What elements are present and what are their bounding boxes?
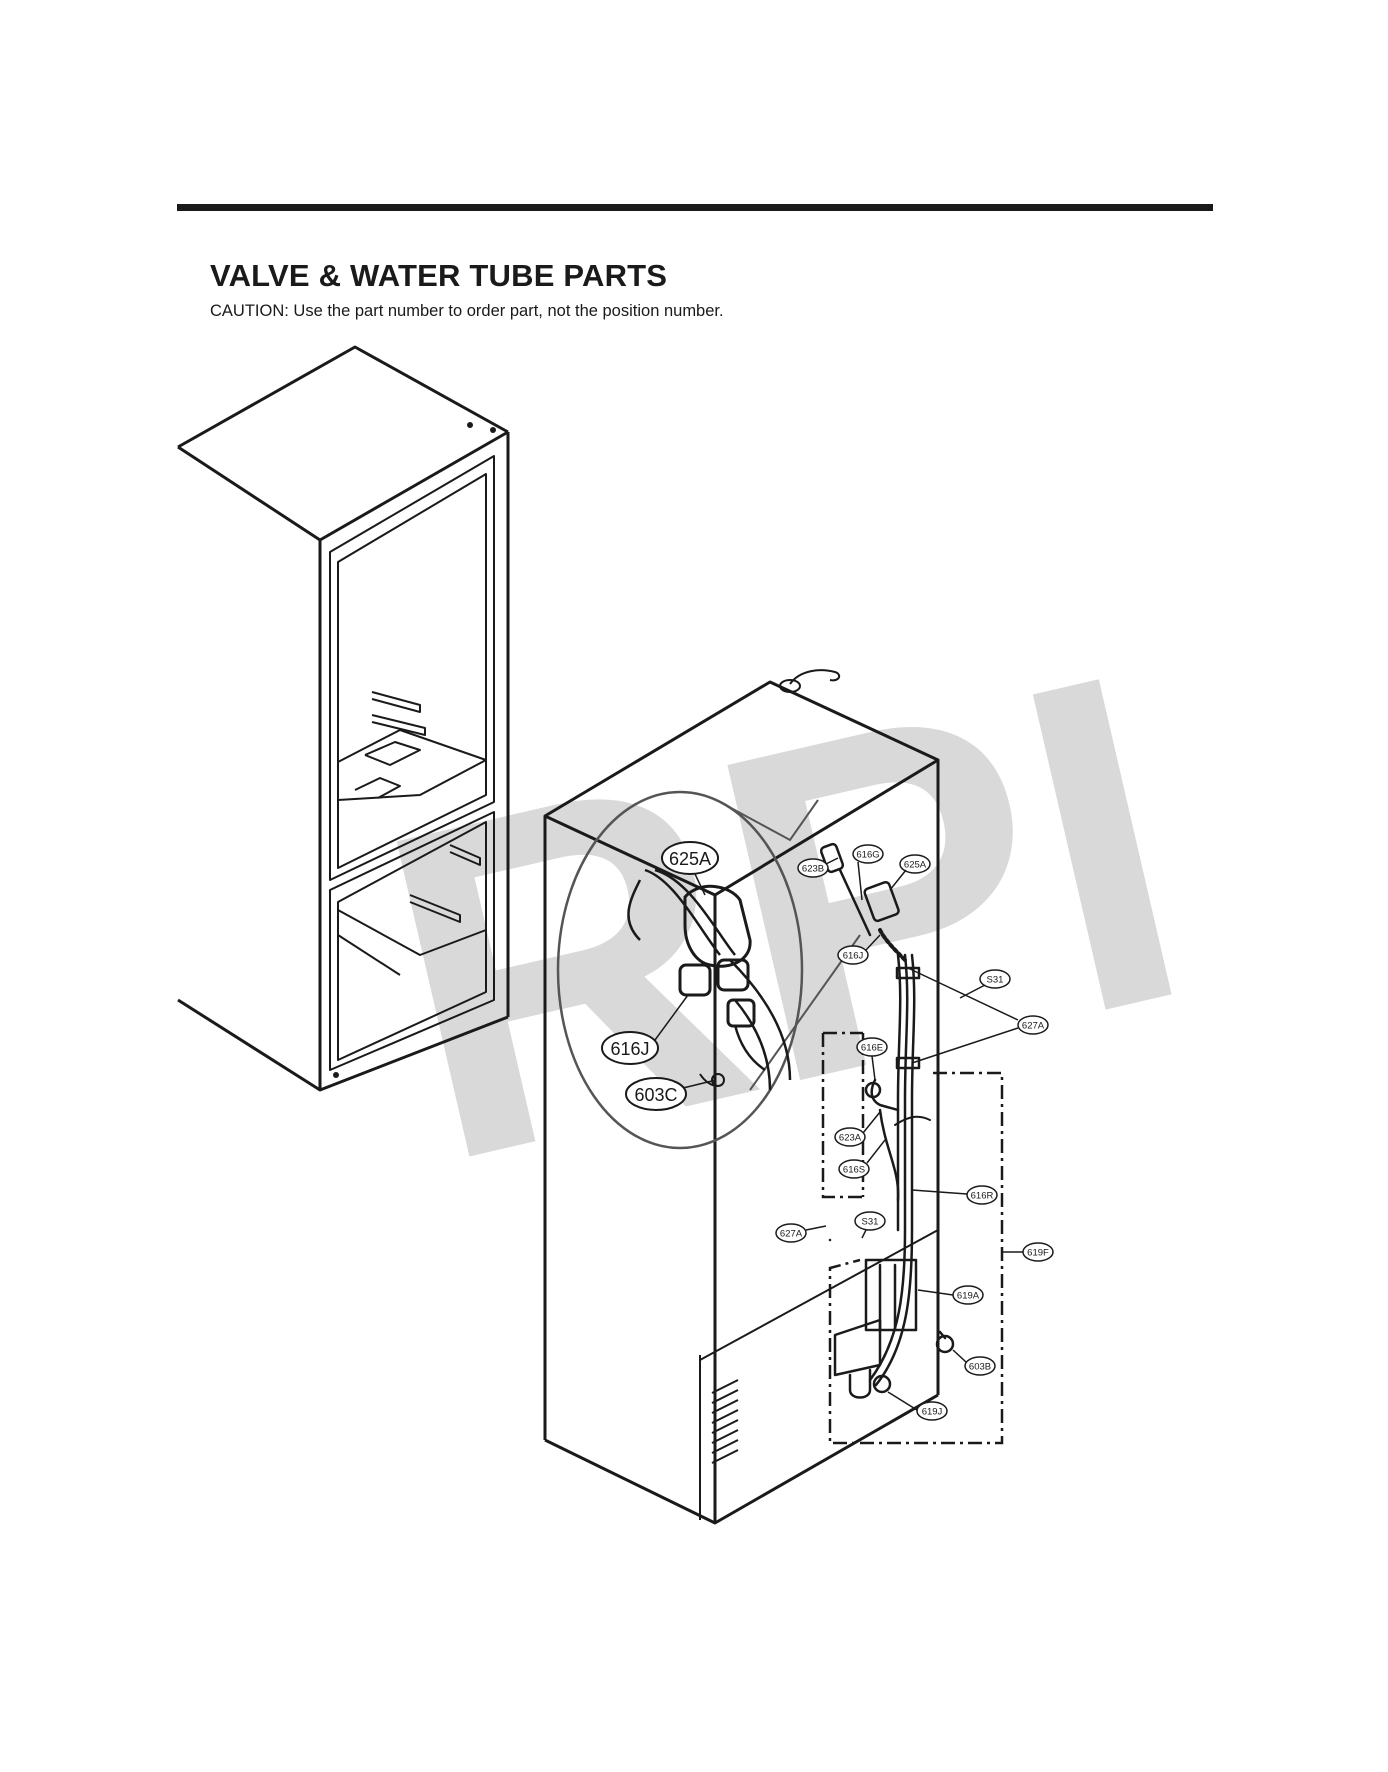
refrigerator-cabinet-front [177, 345, 510, 1092]
callout-label: 623A [839, 1133, 862, 1144]
callout-label: S31 [862, 1217, 879, 1228]
callout-label: 627A [1022, 1021, 1045, 1032]
callout-label: 619F [1027, 1248, 1049, 1259]
assembly-group-outlines [821, 1031, 1004, 1445]
callout-label: S31 [987, 975, 1004, 986]
callout-label: 616G [856, 850, 879, 861]
callout-label: 623B [802, 864, 824, 875]
header-rule [177, 204, 1213, 211]
detail-magnifier [556, 790, 861, 1150]
detail-callouts [601, 841, 719, 1111]
callout-label: 616R [971, 1191, 994, 1202]
detail-callout-616J [601, 1031, 659, 1065]
detail-callout-625A [661, 841, 719, 875]
detail-callout-label: 603C [634, 1085, 677, 1105]
page-title: VALVE & WATER TUBE PARTS [210, 258, 668, 293]
detail-callout-603C [625, 1077, 687, 1111]
detail-callout-label: 616J [610, 1039, 649, 1059]
callout-label: 603B [969, 1362, 991, 1373]
callout-label: 616J [843, 951, 864, 962]
callout-label: 616E [861, 1043, 883, 1054]
refrigerator-cabinet-rear [543, 669, 940, 1525]
callout-label: 627A [780, 1229, 803, 1240]
watermark: RPI [343, 573, 1225, 1261]
caution-note: CAUTION: Use the part number to order pa… [210, 302, 724, 320]
callout-label: 619A [957, 1291, 980, 1302]
callout-label: 625A [904, 860, 927, 871]
water-tube-assembly [819, 842, 955, 1399]
main-callouts [775, 844, 1054, 1421]
callout-label: 619J [922, 1407, 943, 1418]
callout-label: 616S [843, 1165, 865, 1176]
detail-callout-label: 625A [669, 849, 711, 869]
